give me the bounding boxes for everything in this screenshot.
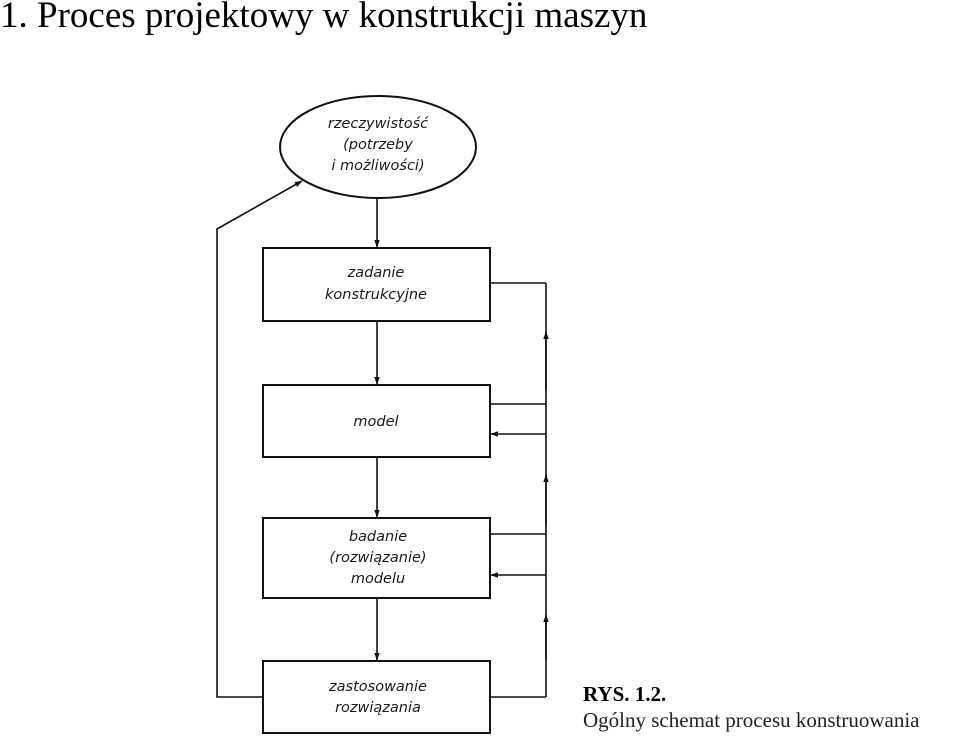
node-label-reality-line-2: (potrzeby [343,137,413,153]
node-task-box [262,247,491,322]
node-label-reality-line-1: rzeczywistość [328,116,429,132]
node-labels: rzeczywistość (potrzeby i możliwości) zadan… [325,116,429,716]
node-label-model-line-1: model [353,414,398,430]
node-label-study-line-1: badanie [349,529,407,545]
figure-caption-text: Ogólny schemat procesu konstruowania [583,708,920,732]
node-label-task-line-1: zadanie [347,265,405,281]
node-label-apply-line-2: rozwiązania [335,700,421,716]
node-label-apply-line-1: zastosowanie [328,679,427,695]
node-label-study-line-3: modelu [351,571,405,587]
arrow-apply-to-reality [216,180,303,698]
node-label-study-line-2: (rozwiązanie) [329,550,426,566]
node-label-task-line-2: konstrukcyjne [325,287,427,303]
node-label-reality-line-3: i możliwości) [331,158,424,174]
node-apply-box [262,660,491,734]
figure-caption-label: RYS. 1.2. [583,682,667,706]
node-reality-ellipse [279,95,477,199]
page-title: 1. Proces projektowy w konstrukcji maszy… [0,0,648,36]
